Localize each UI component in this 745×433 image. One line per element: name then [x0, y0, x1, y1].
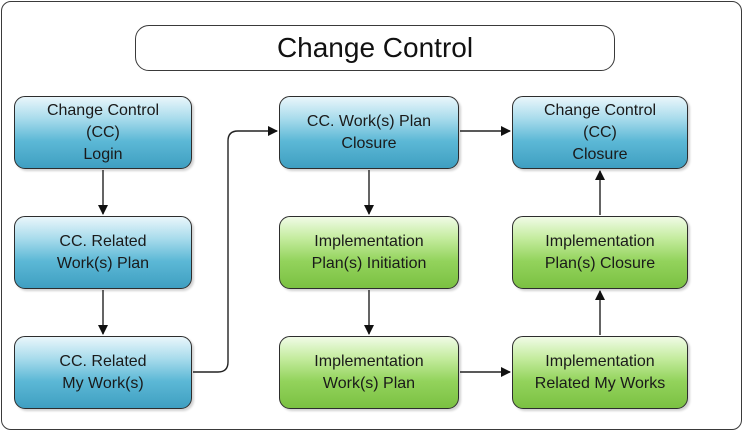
node-cc-related-work-plan: CC. Related Work(s) Plan: [14, 216, 192, 289]
node-cc-work-plan-closure: CC. Work(s) Plan Closure: [279, 96, 459, 169]
node-cc-closure: Change Control (CC) Closure: [512, 96, 688, 169]
node-cc-login: Change Control (CC) Login: [14, 96, 192, 169]
node-implementation-plan-initiation: Implementation Plan(s) Initiation: [279, 216, 459, 289]
node-implementation-related-my-works: Implementation Related My Works: [512, 336, 688, 409]
node-implementation-plan-closure: Implementation Plan(s) Closure: [512, 216, 688, 289]
diagram-title: Change Control: [135, 25, 615, 71]
node-implementation-work-plan: Implementation Work(s) Plan: [279, 336, 459, 409]
node-cc-related-my-works: CC. Related My Work(s): [14, 336, 192, 409]
